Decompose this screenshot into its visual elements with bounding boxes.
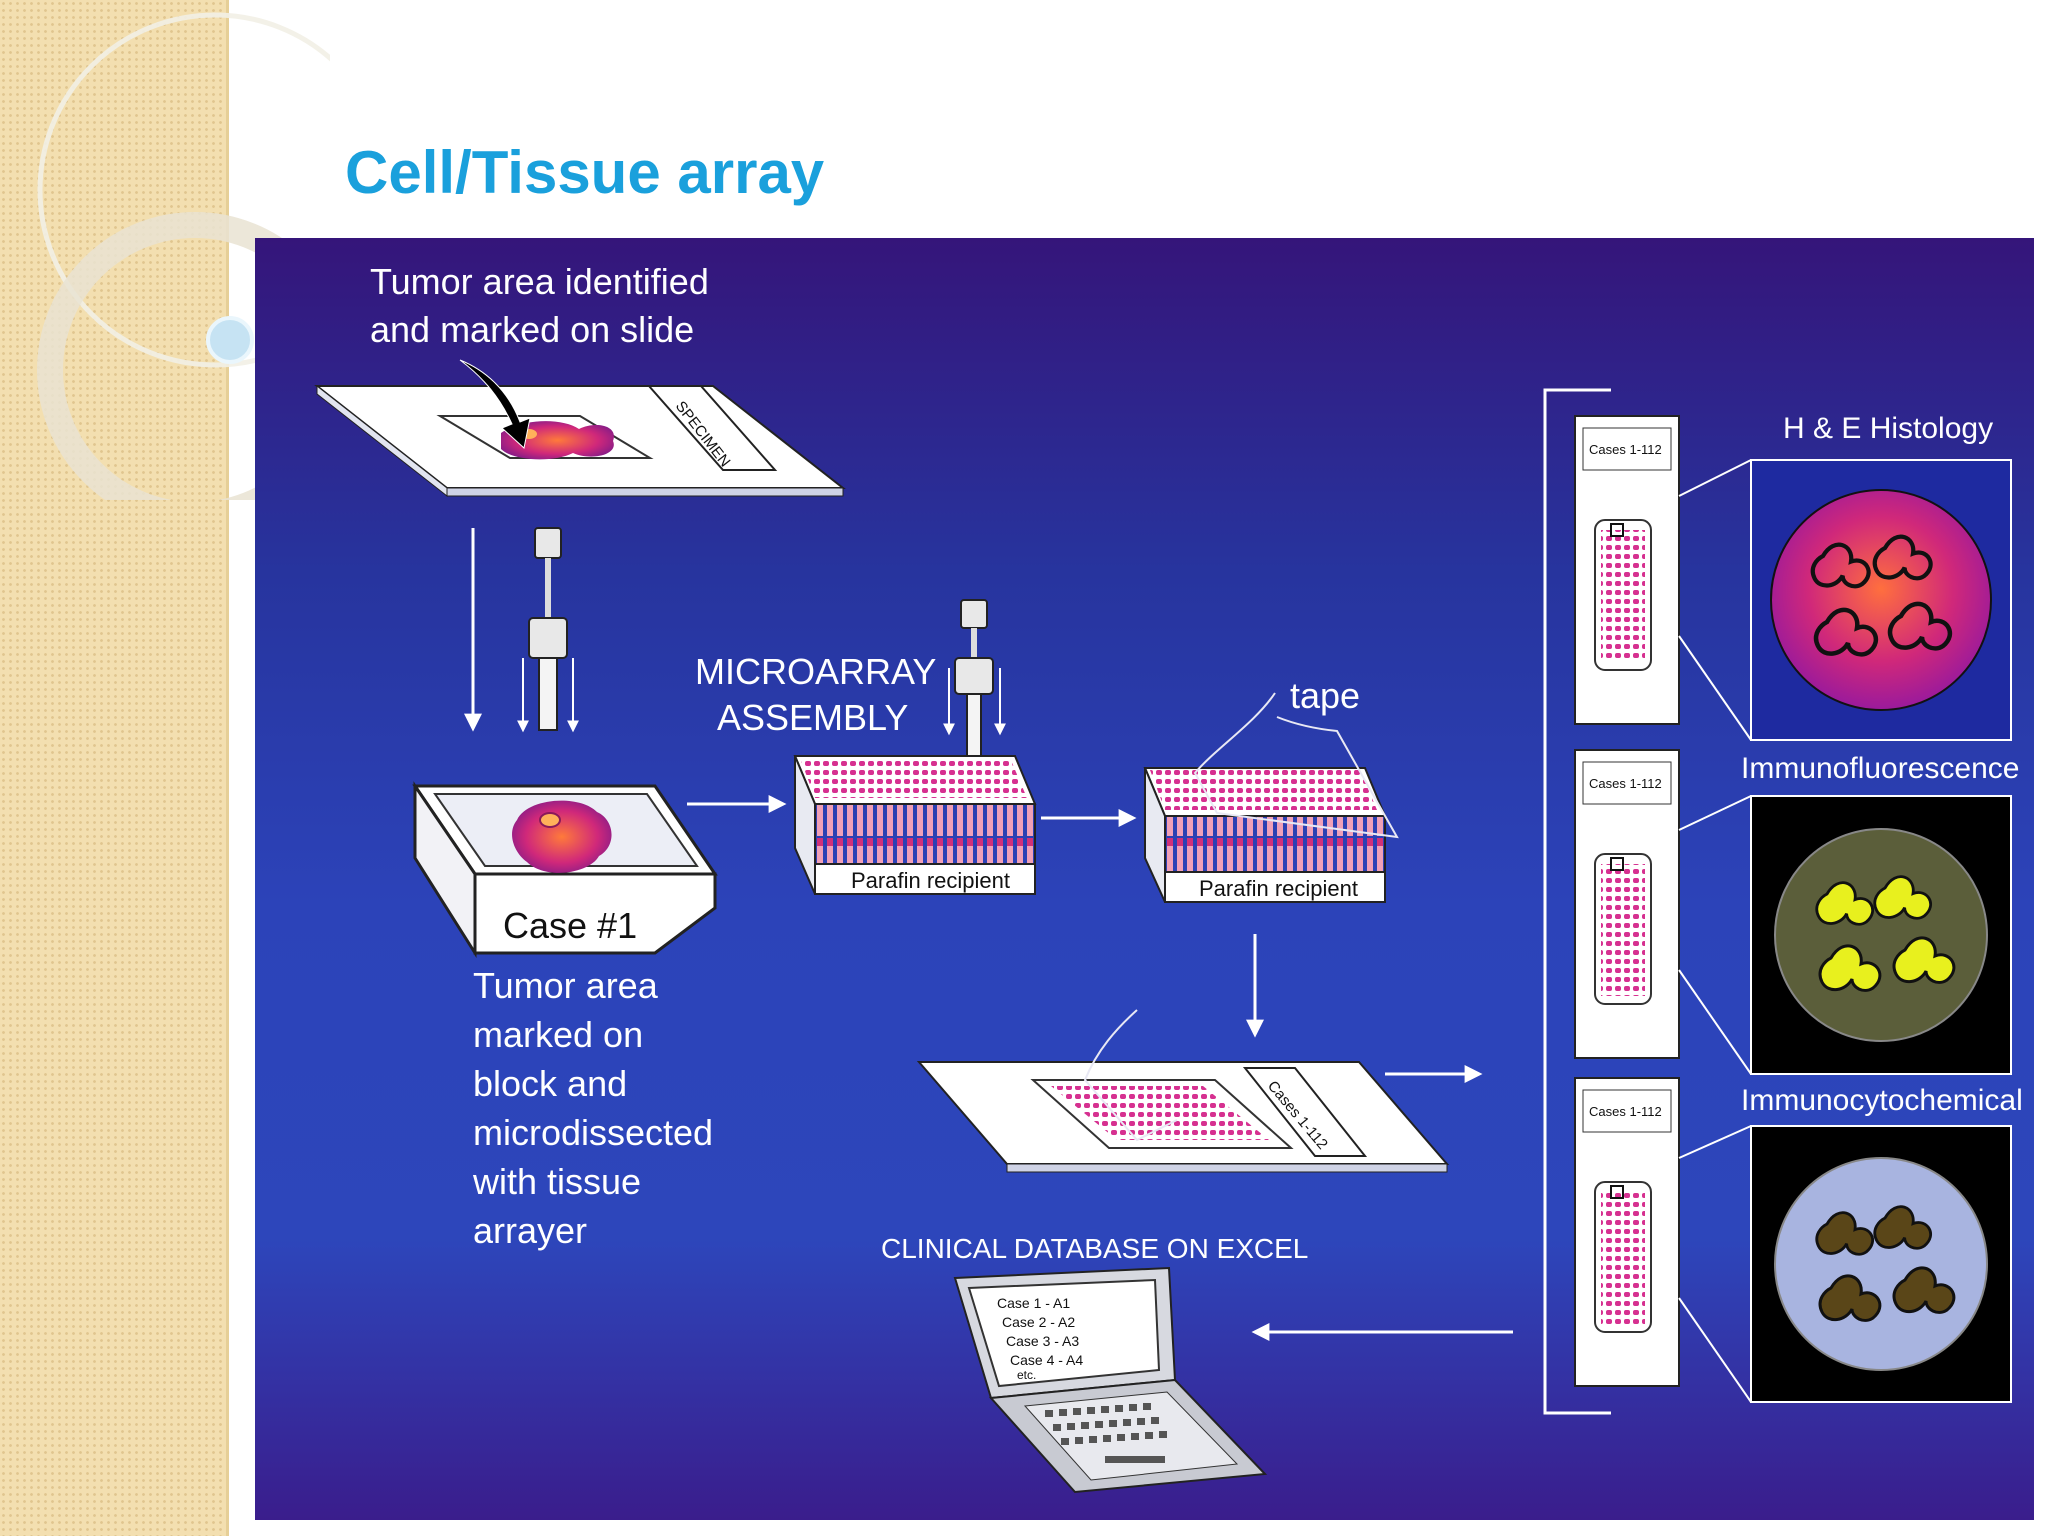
laptop-screen xyxy=(967,1278,1161,1388)
assembly-caption-line1: MICROARRAY xyxy=(695,651,936,692)
step2-caption-line5: with tissue xyxy=(472,1161,641,1202)
paraffin-recipient-block-1: Parafin recipient xyxy=(793,755,1037,895)
panel-icc-title: Immunocytochemical xyxy=(1741,1084,2023,1117)
panel-he-histology xyxy=(1750,459,2012,741)
tissue-array-diagram: Tumor area identified and marked on slid… xyxy=(255,238,2034,1520)
laptop-line-2: Case 2 - A2 xyxy=(1002,1314,1075,1330)
decorative-rings xyxy=(37,12,330,500)
step1-caption-line2: and marked on slide xyxy=(370,309,694,350)
database-caption: CLINICAL DATABASE ON EXCEL xyxy=(881,1233,1308,1264)
pointer-arrow-icon xyxy=(459,359,531,449)
step2-caption-line2: marked on xyxy=(473,1014,643,1055)
slide-card-3-label: Cases 1-112 xyxy=(1589,1104,1662,1119)
sidebar-edge xyxy=(226,0,229,1536)
recipient-label-2: Parafin recipient xyxy=(1199,876,1358,901)
slide-card-1-label: Cases 1-112 xyxy=(1589,442,1662,457)
specimen-slide: SPECIMEN xyxy=(314,359,846,498)
recipient-label-1: Parafin recipient xyxy=(851,868,1010,893)
tape-label: tape xyxy=(1290,675,1360,716)
array-glass-slide: Cases 1-112 xyxy=(916,1009,1450,1173)
step2-caption-line1: Tumor area xyxy=(473,965,659,1006)
step1-caption-line1: Tumor area identified xyxy=(370,261,709,302)
slide-card-2: Cases 1-112 xyxy=(1574,749,1680,1059)
panel-if-title: Immunofluorescence xyxy=(1741,752,2019,785)
assembly-caption-line2: ASSEMBLY xyxy=(717,697,908,738)
block-case-label: Case #1 xyxy=(503,905,637,946)
laptop-line-1: Case 1 - A1 xyxy=(997,1295,1070,1311)
tape-sheet xyxy=(1193,692,1399,839)
slide-title: Cell/Tissue array xyxy=(345,139,825,206)
laptop-keyboard xyxy=(1045,1403,1167,1463)
slide-card-1: Cases 1-112 xyxy=(1574,415,1680,725)
paraffin-recipient-block-2: Parafin recipient xyxy=(1143,692,1399,903)
slide-card-2-label: Cases 1-112 xyxy=(1589,776,1662,791)
panel-connectors xyxy=(1678,459,1752,1403)
paraffin-block-case1: Case #1 xyxy=(412,781,718,959)
slide-card-3: Cases 1-112 xyxy=(1574,1077,1680,1387)
laptop-line-4: Case 4 - A4 xyxy=(1010,1352,1083,1368)
diagram-canvas: Tumor area identified and marked on slid… xyxy=(314,261,2023,1494)
tissue-arrayer-needle xyxy=(517,527,579,733)
panel-immunocytochemical xyxy=(1750,1125,2012,1403)
step2-caption-line3: block and xyxy=(473,1063,627,1104)
results-bracket xyxy=(1543,388,1611,1415)
bullet-dot xyxy=(206,316,254,364)
panel-immunofluorescence xyxy=(1750,795,2012,1075)
laptop-line-3: Case 3 - A3 xyxy=(1006,1333,1079,1349)
laptop: Case 1 - A1 Case 2 - A2 Case 3 - A3 Case… xyxy=(953,1266,1268,1494)
laptop-line-5: etc. xyxy=(1017,1368,1036,1382)
panel-he-title: H & E Histology xyxy=(1783,412,1993,445)
step2-caption-line4: microdissected xyxy=(473,1112,713,1153)
tumor-on-block xyxy=(512,800,612,873)
step2-caption-line6: arrayer xyxy=(473,1210,587,1251)
